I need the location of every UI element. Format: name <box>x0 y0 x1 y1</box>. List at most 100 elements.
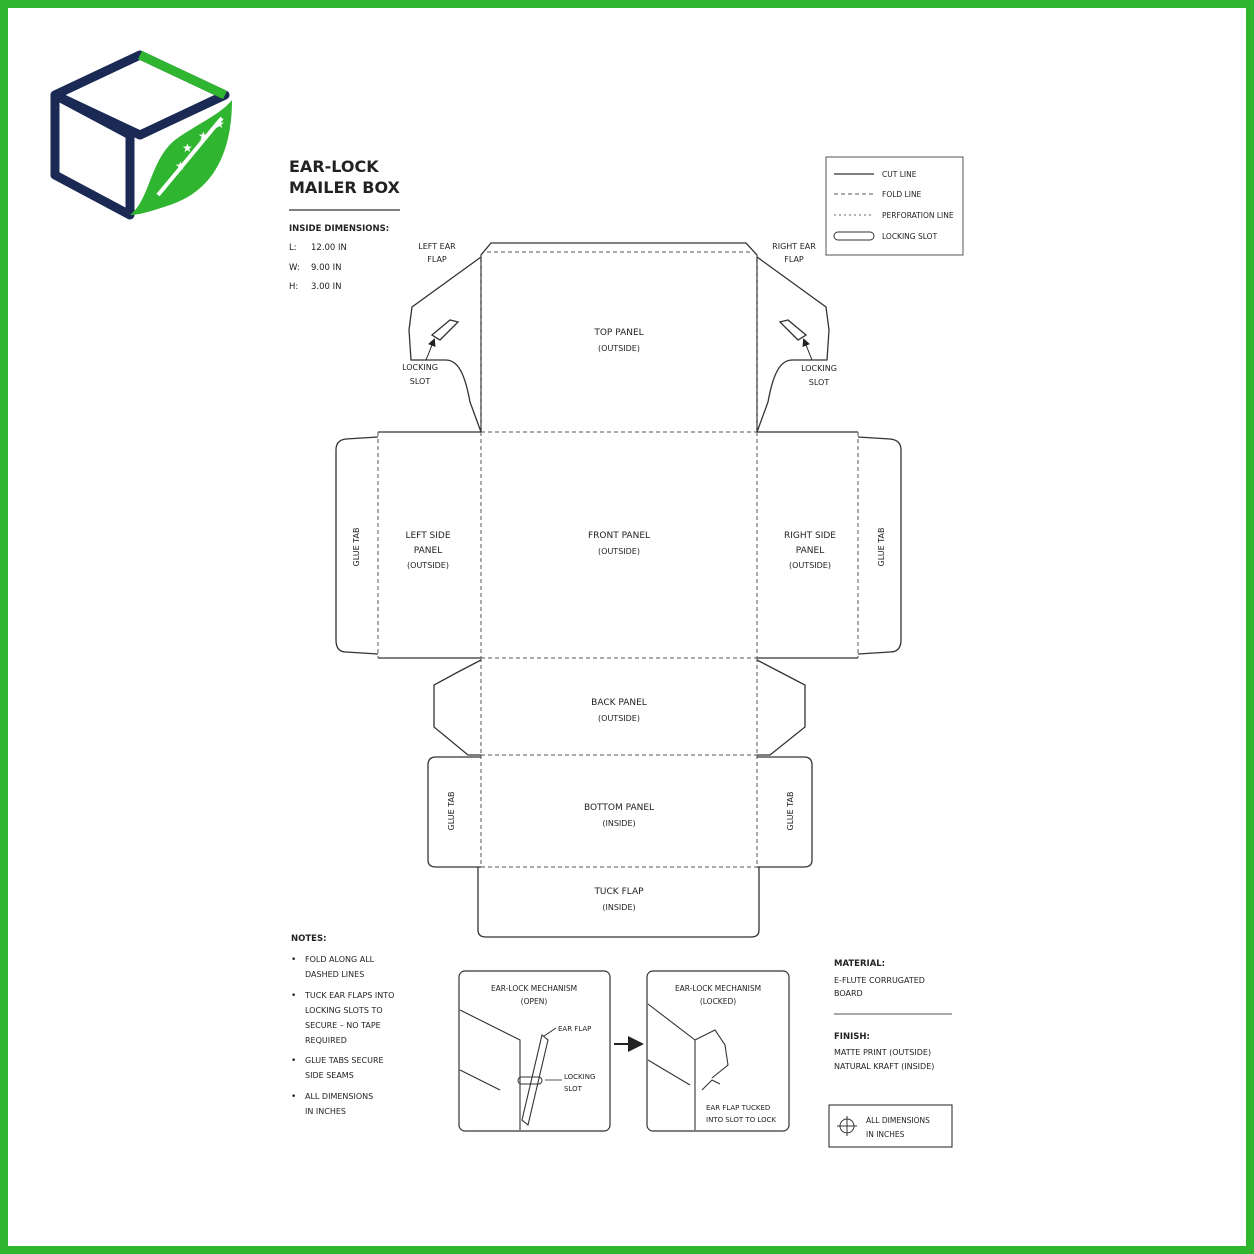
bullet-icon: • <box>291 1056 296 1066</box>
note-3-line-2: SIDE SEAMS <box>305 1071 354 1080</box>
leaf-icon <box>130 100 232 215</box>
note-3-line-1: GLUE TABS SECURE <box>305 1056 384 1065</box>
mechanism-open-slot-label-2: SLOT <box>564 1085 583 1093</box>
finish-line-2: NATURAL KRAFT (INSIDE) <box>834 1062 934 1071</box>
dim-value-l: 12.00 IN <box>311 243 347 253</box>
left-ear-flap <box>408 256 482 433</box>
mechanism-open-title: EAR-LOCK MECHANISM <box>491 984 577 993</box>
ear-pointer <box>543 1027 557 1037</box>
right-side-label-2: PANEL <box>796 546 824 556</box>
logo-box-top <box>50 50 230 140</box>
left-back-flap <box>433 659 482 756</box>
tuck-flap-sublabel: (INSIDE) <box>602 903 635 912</box>
legend-cut-label: CUT LINE <box>882 170 917 179</box>
dieline <box>335 242 902 938</box>
logo-box-edge <box>138 50 227 100</box>
bullet-icon: • <box>291 991 296 1001</box>
glue-tab-label-right: GLUE TAB <box>877 528 886 567</box>
mechanism-open-slot <box>517 1076 543 1085</box>
left-side-label-1: LEFT SIDE <box>405 531 450 541</box>
legend-slot-label: LOCKING SLOT <box>882 232 938 241</box>
left-ear-label-1: LEFT EAR <box>418 242 456 251</box>
dimensions-note-line-1: ALL DIMENSIONS <box>866 1116 930 1125</box>
top-panel-sublabel: (OUTSIDE) <box>598 344 640 353</box>
mechanism-locked-caption-1: EAR FLAP TUCKED <box>706 1104 770 1112</box>
front-panel-sublabel: (OUTSIDE) <box>598 547 640 556</box>
mechanism-locked-title: EAR-LOCK MECHANISM <box>675 984 761 993</box>
note-2-line-1: TUCK EAR FLAPS INTO <box>304 991 394 1000</box>
left-locking-slot <box>430 319 460 341</box>
left-side-label-3: (OUTSIDE) <box>407 561 449 570</box>
front-panel-label: FRONT PANEL <box>588 531 650 541</box>
star-icon: ★ <box>214 117 225 131</box>
bottom-right-glue-tab <box>757 756 813 868</box>
glue-tab-label-bottom-right: GLUE TAB <box>786 792 795 831</box>
star-icon: ★ <box>198 129 209 143</box>
right-slot-label-2: SLOT <box>809 378 830 387</box>
right-back-flap <box>756 659 806 756</box>
back-panel-label: BACK PANEL <box>591 698 647 708</box>
mechanism-locked-diagram: EAR-LOCK MECHANISM (LOCKED) EAR FLAP TUC… <box>646 970 790 1132</box>
mechanism-open-panel <box>459 1009 521 1130</box>
mechanism-locked-box <box>646 970 790 1132</box>
mechanism-open-diagram: EAR-LOCK MECHANISM (OPEN) EAR FLAP LOCKI… <box>458 970 611 1132</box>
back-panel-sublabel: (OUTSIDE) <box>598 714 640 723</box>
right-ear-label-2: FLAP <box>784 255 804 264</box>
notes-heading: NOTES: <box>291 934 326 944</box>
left-ear-label-2: FLAP <box>427 255 447 264</box>
right-glue-tab <box>857 436 902 655</box>
star-icon: ★ <box>175 159 186 173</box>
legend-box <box>825 156 964 256</box>
left-slot-label-2: SLOT <box>410 377 431 386</box>
dimensions-note-box: ALL DIMENSIONS IN INCHES <box>828 1104 953 1148</box>
mechanism-locked-slot <box>701 1079 721 1091</box>
mechanism-open-ear-label: EAR FLAP <box>558 1025 591 1033</box>
title-line-1: EAR-LOCK <box>289 157 379 176</box>
legend-perf-label: PERFORATION LINE <box>882 211 954 220</box>
star-icon: ★ <box>182 141 193 155</box>
tuck-flap-outline <box>477 867 760 938</box>
right-ear-label-1: RIGHT EAR <box>772 242 816 251</box>
left-slot-label-1: LOCKING <box>402 363 438 372</box>
note-4-line-2: IN INCHES <box>305 1107 346 1116</box>
material-line-1: E-FLUTE CORRUGATED <box>834 976 925 985</box>
glue-tab-label-bottom-left: GLUE TAB <box>447 792 456 831</box>
finish-line-1: MATTE PRINT (OUTSIDE) <box>834 1048 931 1057</box>
notes-list: • FOLD ALONG ALL DASHED LINES • TUCK EAR… <box>291 955 394 1116</box>
legend-fold-label: FOLD LINE <box>882 190 922 199</box>
right-side-label-3: (OUTSIDE) <box>789 561 831 570</box>
material-heading: MATERIAL: <box>834 959 885 969</box>
title-line-2: MAILER BOX <box>289 178 401 197</box>
dim-value-w: 9.00 IN <box>311 263 342 273</box>
note-2-line-4: REQUIRED <box>305 1036 347 1045</box>
glue-tab-label-left: GLUE TAB <box>352 528 361 567</box>
note-1-line-2: DASHED LINES <box>305 970 364 979</box>
mechanism-open-subtitle: (OPEN) <box>521 997 548 1006</box>
leaf-vein <box>156 116 224 197</box>
dimensions-note-line-2: IN INCHES <box>866 1130 905 1139</box>
material-line-2: BOARD <box>834 989 863 998</box>
bottom-left-glue-tab <box>427 756 481 868</box>
dimensions-heading: INSIDE DIMENSIONS: <box>289 224 389 234</box>
bottom-panel-sublabel: (INSIDE) <box>602 819 635 828</box>
finish-heading: FINISH: <box>834 1032 870 1042</box>
mechanism-locked-caption-2: INTO SLOT TO LOCK <box>706 1116 776 1124</box>
note-4-line-1: ALL DIMENSIONS <box>305 1092 373 1101</box>
dim-key-h: H: <box>289 282 298 292</box>
dim-key-l: L: <box>289 243 297 253</box>
right-slot-label-1: LOCKING <box>801 364 837 373</box>
line-legend: CUT LINE FOLD LINE PERFORATION LINE LOCK… <box>825 156 964 256</box>
dim-key-w: W: <box>289 263 300 273</box>
mechanism-open-ear-flap <box>521 1034 549 1126</box>
mechanism-open-slot-label-1: LOCKING <box>564 1073 595 1081</box>
dim-value-h: 3.00 IN <box>311 282 342 292</box>
bullet-icon: • <box>291 1092 296 1102</box>
top-panel-label: TOP PANEL <box>593 328 643 338</box>
right-slot-pointer <box>802 338 813 361</box>
mechanism-locked-subtitle: (LOCKED) <box>700 997 736 1006</box>
bullet-icon: • <box>291 955 296 965</box>
logo-box-left <box>50 90 135 220</box>
mechanism-locked-panel <box>647 1003 729 1130</box>
right-side-label-1: RIGHT SIDE <box>784 531 836 541</box>
